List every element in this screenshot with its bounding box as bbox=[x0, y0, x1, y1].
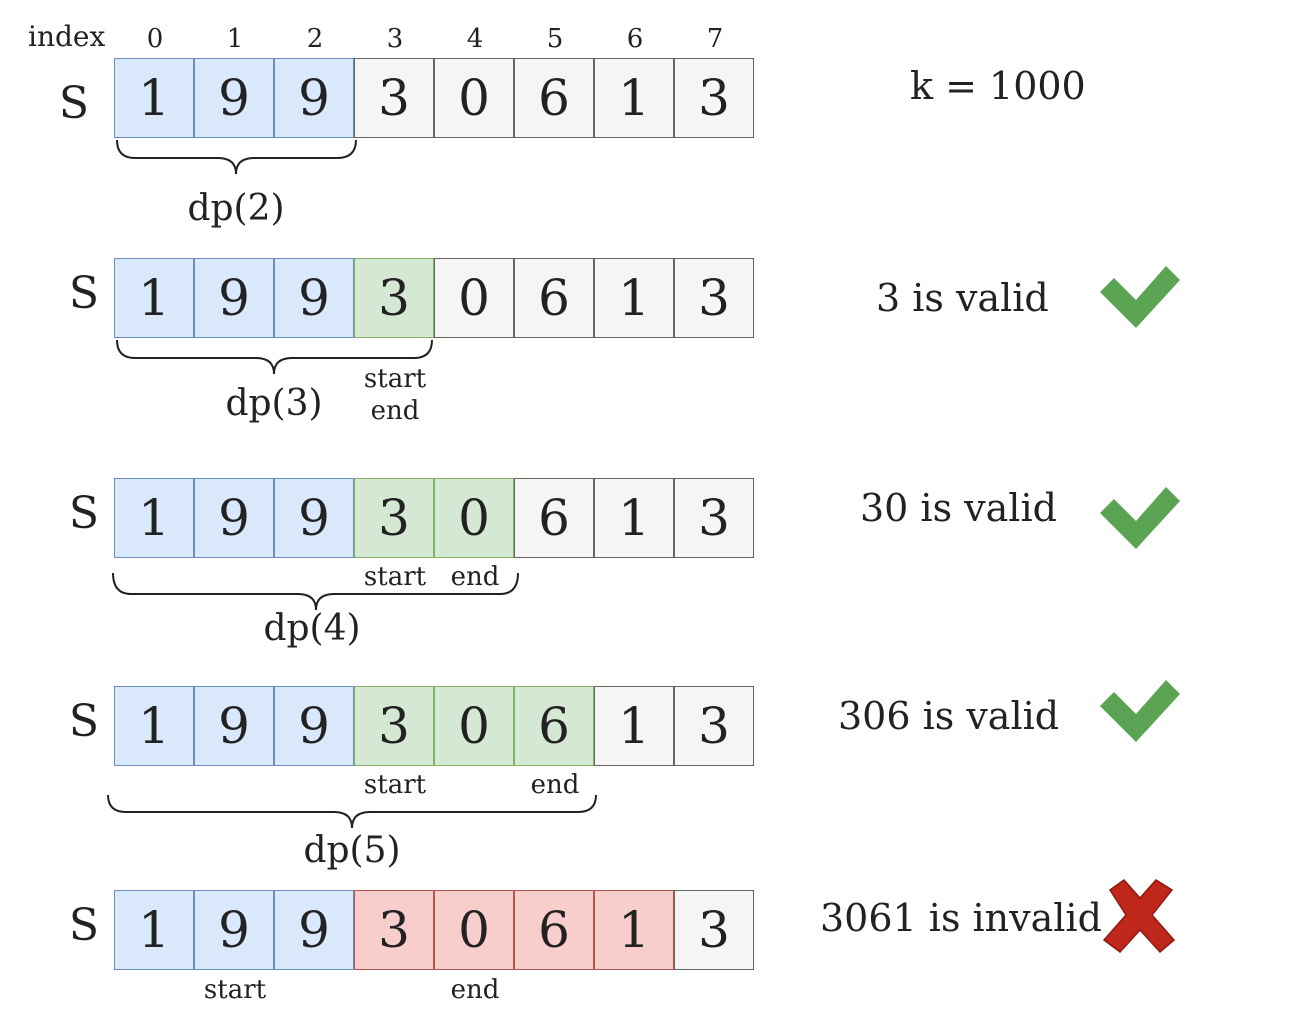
dp-label: dp(3) bbox=[225, 383, 323, 424]
digit-cell: 3 bbox=[674, 686, 754, 766]
digit-cell: 3 bbox=[354, 890, 434, 970]
check-icon bbox=[1100, 266, 1180, 328]
digit-cell: 1 bbox=[114, 686, 194, 766]
index-2: 2 bbox=[306, 24, 324, 54]
dp-label: dp(2) bbox=[187, 188, 285, 229]
digit-cell: 6 bbox=[514, 686, 594, 766]
digit-cell: 1 bbox=[594, 478, 674, 558]
index-4: 4 bbox=[466, 24, 484, 54]
digit-cell: 0 bbox=[434, 890, 514, 970]
end-pointer-label: end bbox=[450, 975, 500, 1005]
cross-icon bbox=[1102, 878, 1176, 954]
digit-cell: 1 bbox=[594, 686, 674, 766]
string-label: S bbox=[68, 900, 100, 951]
digit-cell: 1 bbox=[114, 890, 194, 970]
validity-status: 3061 is invalid bbox=[820, 896, 1102, 940]
string-label: S bbox=[58, 78, 90, 129]
index-6: 6 bbox=[626, 24, 644, 54]
digit-cell: 3 bbox=[354, 686, 434, 766]
index-label: index bbox=[28, 20, 106, 53]
digit-cell: 1 bbox=[594, 58, 674, 138]
digit-cell: 3 bbox=[674, 890, 754, 970]
digit-cell: 3 bbox=[674, 478, 754, 558]
digit-cell: 9 bbox=[274, 478, 354, 558]
digit-cell: 6 bbox=[514, 890, 594, 970]
start-pointer-label: start bbox=[203, 975, 267, 1005]
digit-cell: 3 bbox=[674, 258, 754, 338]
digit-cell: 9 bbox=[274, 58, 354, 138]
digit-cell: 6 bbox=[514, 258, 594, 338]
digit-cell: 9 bbox=[274, 890, 354, 970]
digit-cell: 1 bbox=[114, 478, 194, 558]
dp-label: dp(5) bbox=[303, 830, 401, 871]
digit-cell: 1 bbox=[114, 258, 194, 338]
string-label: S bbox=[68, 488, 100, 539]
string-label: S bbox=[68, 268, 100, 319]
string-label: S bbox=[68, 696, 100, 747]
index-5: 5 bbox=[546, 24, 564, 54]
index-0: 0 bbox=[146, 24, 164, 54]
validity-status: 30 is valid bbox=[860, 486, 1057, 530]
start-pointer-label: start bbox=[363, 562, 427, 592]
digit-cell: 9 bbox=[194, 58, 274, 138]
digit-cell: 0 bbox=[434, 478, 514, 558]
index-3: 3 bbox=[386, 24, 404, 54]
validity-status: 306 is valid bbox=[838, 694, 1060, 738]
digit-cell: 3 bbox=[354, 58, 434, 138]
index-7: 7 bbox=[706, 24, 724, 54]
digit-cell: 0 bbox=[434, 258, 514, 338]
digit-cell: 6 bbox=[514, 58, 594, 138]
start-pointer-label: start bbox=[363, 770, 427, 800]
digit-cell: 9 bbox=[274, 258, 354, 338]
dp3-brace bbox=[116, 339, 433, 375]
digit-cell: 9 bbox=[194, 478, 274, 558]
index-1: 1 bbox=[226, 24, 244, 54]
digit-cell: 3 bbox=[354, 258, 434, 338]
digit-cell: 0 bbox=[434, 58, 514, 138]
k-value: k = 1000 bbox=[910, 64, 1086, 108]
dp4-brace bbox=[112, 572, 519, 611]
digit-cell: 6 bbox=[514, 478, 594, 558]
end-pointer-label: end bbox=[370, 396, 420, 426]
digit-cell: 9 bbox=[274, 686, 354, 766]
end-pointer-label: end bbox=[530, 770, 580, 800]
validity-status: 3 is valid bbox=[876, 276, 1049, 320]
end-pointer-label: end bbox=[450, 562, 500, 592]
dp5-brace bbox=[107, 794, 597, 829]
digit-cell: 0 bbox=[434, 686, 514, 766]
digit-cell: 9 bbox=[194, 258, 274, 338]
check-icon bbox=[1100, 680, 1180, 742]
digit-cell: 1 bbox=[594, 890, 674, 970]
digit-cell: 1 bbox=[114, 58, 194, 138]
start-pointer-label: start bbox=[363, 364, 427, 394]
digit-cell: 3 bbox=[674, 58, 754, 138]
digit-cell: 1 bbox=[594, 258, 674, 338]
check-icon bbox=[1100, 487, 1180, 549]
digit-cell: 9 bbox=[194, 890, 274, 970]
dp2-brace bbox=[116, 139, 357, 175]
digit-cell: 9 bbox=[194, 686, 274, 766]
digit-cell: 3 bbox=[354, 478, 434, 558]
dp-label: dp(4) bbox=[263, 608, 361, 649]
